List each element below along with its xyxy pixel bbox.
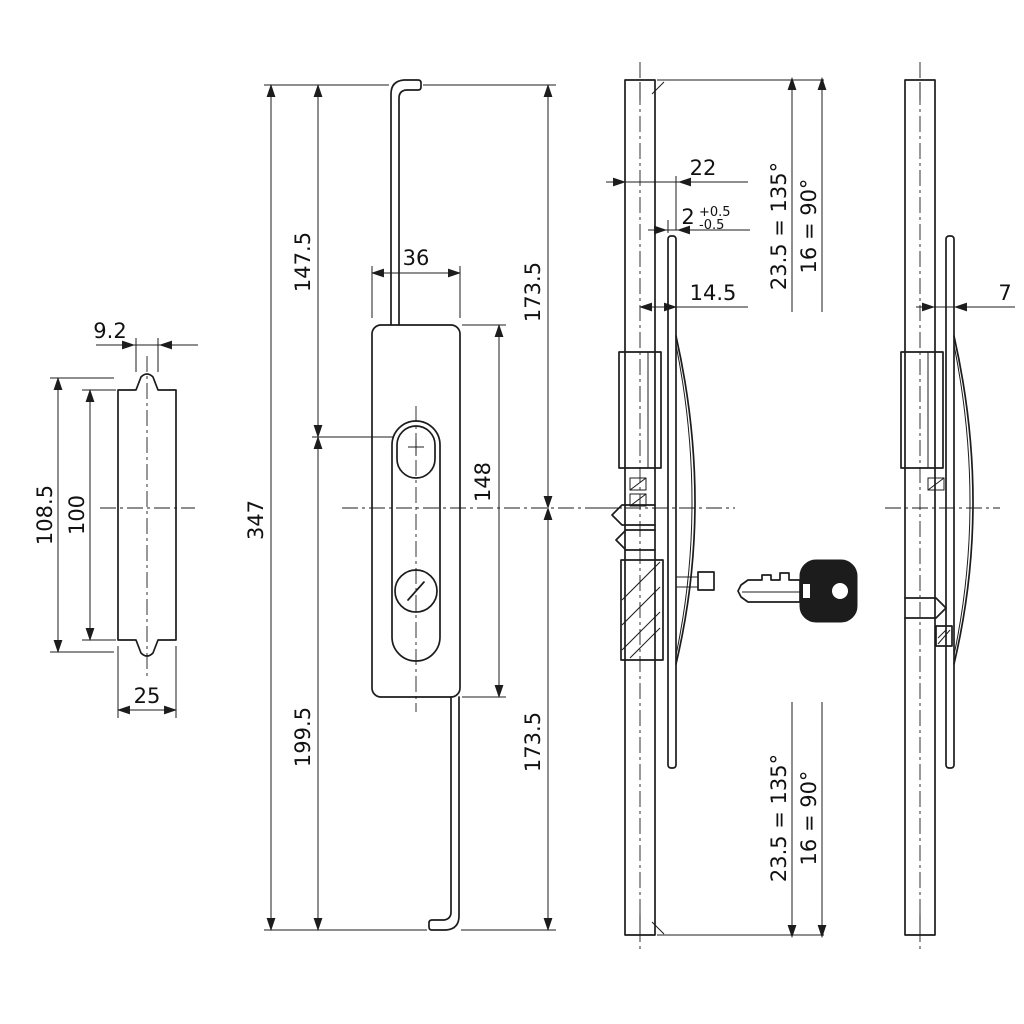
dim-label-173-5-bottom: 173.5 bbox=[521, 712, 545, 772]
dim-label-100: 100 bbox=[65, 495, 89, 535]
side-lower-block bbox=[620, 559, 664, 661]
rear-main-bar bbox=[904, 79, 936, 936]
dim-label-108-5: 108.5 bbox=[33, 485, 57, 545]
dim-label-14-5: 14.5 bbox=[690, 281, 737, 305]
dim-label-199-5: 199.5 bbox=[291, 707, 315, 767]
dim-36: 36 bbox=[370, 246, 462, 318]
dim-label-2-tol-minus: -0.5 bbox=[699, 218, 724, 233]
profile-outline bbox=[117, 373, 177, 657]
front-lock-body bbox=[371, 324, 461, 698]
side-cover-arc-inner bbox=[675, 344, 693, 656]
view-profile-section: 9.2 108.5 100 25 bbox=[33, 319, 198, 718]
dim-label-25: 25 bbox=[134, 684, 161, 708]
dim-label-angle-b-bottom: 16 = 90° bbox=[797, 771, 821, 866]
front-top-rod bbox=[390, 79, 422, 326]
rear-pawl bbox=[927, 477, 945, 491]
side-upper-block bbox=[618, 351, 662, 469]
dim-label-22: 22 bbox=[690, 156, 717, 180]
key-head-hole bbox=[832, 583, 848, 599]
view-side: 22 2 +0.5 -0.5 14.5 23.5 = 135° 16 = 90° bbox=[598, 62, 858, 950]
side-top-chamfer bbox=[651, 81, 665, 95]
dim-angles-top: 23.5 = 135° 16 = 90° bbox=[657, 76, 827, 312]
dim-100: 100 bbox=[65, 388, 116, 642]
dim-147-5: 147.5 bbox=[291, 83, 393, 439]
dim-label-angle-a-top: 23.5 = 135° bbox=[767, 162, 791, 290]
key-head bbox=[799, 559, 858, 623]
side-main-bar bbox=[624, 79, 656, 936]
side-lock-nose bbox=[697, 571, 715, 591]
side-flat-rod bbox=[667, 235, 677, 769]
dim-22: 22 bbox=[606, 156, 748, 230]
side-bottom-chamfer bbox=[651, 921, 665, 935]
side-latch-hook-2 bbox=[615, 529, 656, 551]
key-head-notch bbox=[803, 584, 810, 598]
view-front: 36 347 147.5 199.5 173.5 173.5 bbox=[244, 79, 622, 932]
rear-cover-arc-outer bbox=[953, 335, 974, 665]
dim-label-7: 7 bbox=[998, 281, 1011, 305]
dim-label-angle-a-bottom: 23.5 = 135° bbox=[767, 754, 791, 882]
rear-cover-arc-inner bbox=[953, 344, 971, 656]
dim-7: 7 bbox=[916, 281, 1015, 312]
rear-upper-block bbox=[900, 351, 944, 469]
rear-latch-foot bbox=[935, 625, 953, 647]
dim-label-9-2: 9.2 bbox=[93, 319, 126, 343]
dim-9-2: 9.2 bbox=[93, 319, 198, 372]
dim-173-5-bottom: 173.5 bbox=[461, 506, 556, 932]
dim-108-5: 108.5 bbox=[33, 376, 114, 654]
key-illustration bbox=[737, 559, 858, 623]
front-bottom-rod bbox=[428, 696, 460, 931]
side-cover-arc-outer bbox=[675, 335, 696, 665]
side-pawl-2 bbox=[629, 493, 647, 507]
dim-label-36: 36 bbox=[403, 246, 430, 270]
dim-148: 148 bbox=[462, 323, 506, 699]
dim-347: 347 bbox=[244, 83, 427, 932]
dim-2-tolerance: 2 +0.5 -0.5 bbox=[648, 205, 750, 235]
view-rear-side: 7 bbox=[885, 62, 1015, 950]
key-blade bbox=[737, 572, 801, 603]
dim-14-5: 14.5 bbox=[638, 281, 748, 312]
rear-flat-rod bbox=[945, 235, 955, 769]
dim-label-347: 347 bbox=[244, 500, 268, 540]
side-latch-hook-1 bbox=[611, 504, 656, 526]
dim-label-148: 148 bbox=[471, 462, 495, 502]
dim-label-angle-b-top: 16 = 90° bbox=[797, 179, 821, 274]
dim-label-2-tol-plus: +0.5 bbox=[699, 205, 731, 220]
rear-latch-hook bbox=[904, 597, 947, 619]
dim-label-2: 2 bbox=[681, 205, 694, 229]
dim-25: 25 bbox=[116, 646, 178, 718]
dim-199-5: 199.5 bbox=[291, 435, 323, 932]
dim-label-173-5-top: 173.5 bbox=[521, 262, 545, 322]
side-pawl-1 bbox=[629, 477, 647, 491]
dim-label-147-5: 147.5 bbox=[291, 232, 315, 292]
dim-173-5-top: 173.5 bbox=[423, 83, 556, 510]
dim-angles-bottom: 23.5 = 135° 16 = 90° bbox=[657, 702, 827, 939]
